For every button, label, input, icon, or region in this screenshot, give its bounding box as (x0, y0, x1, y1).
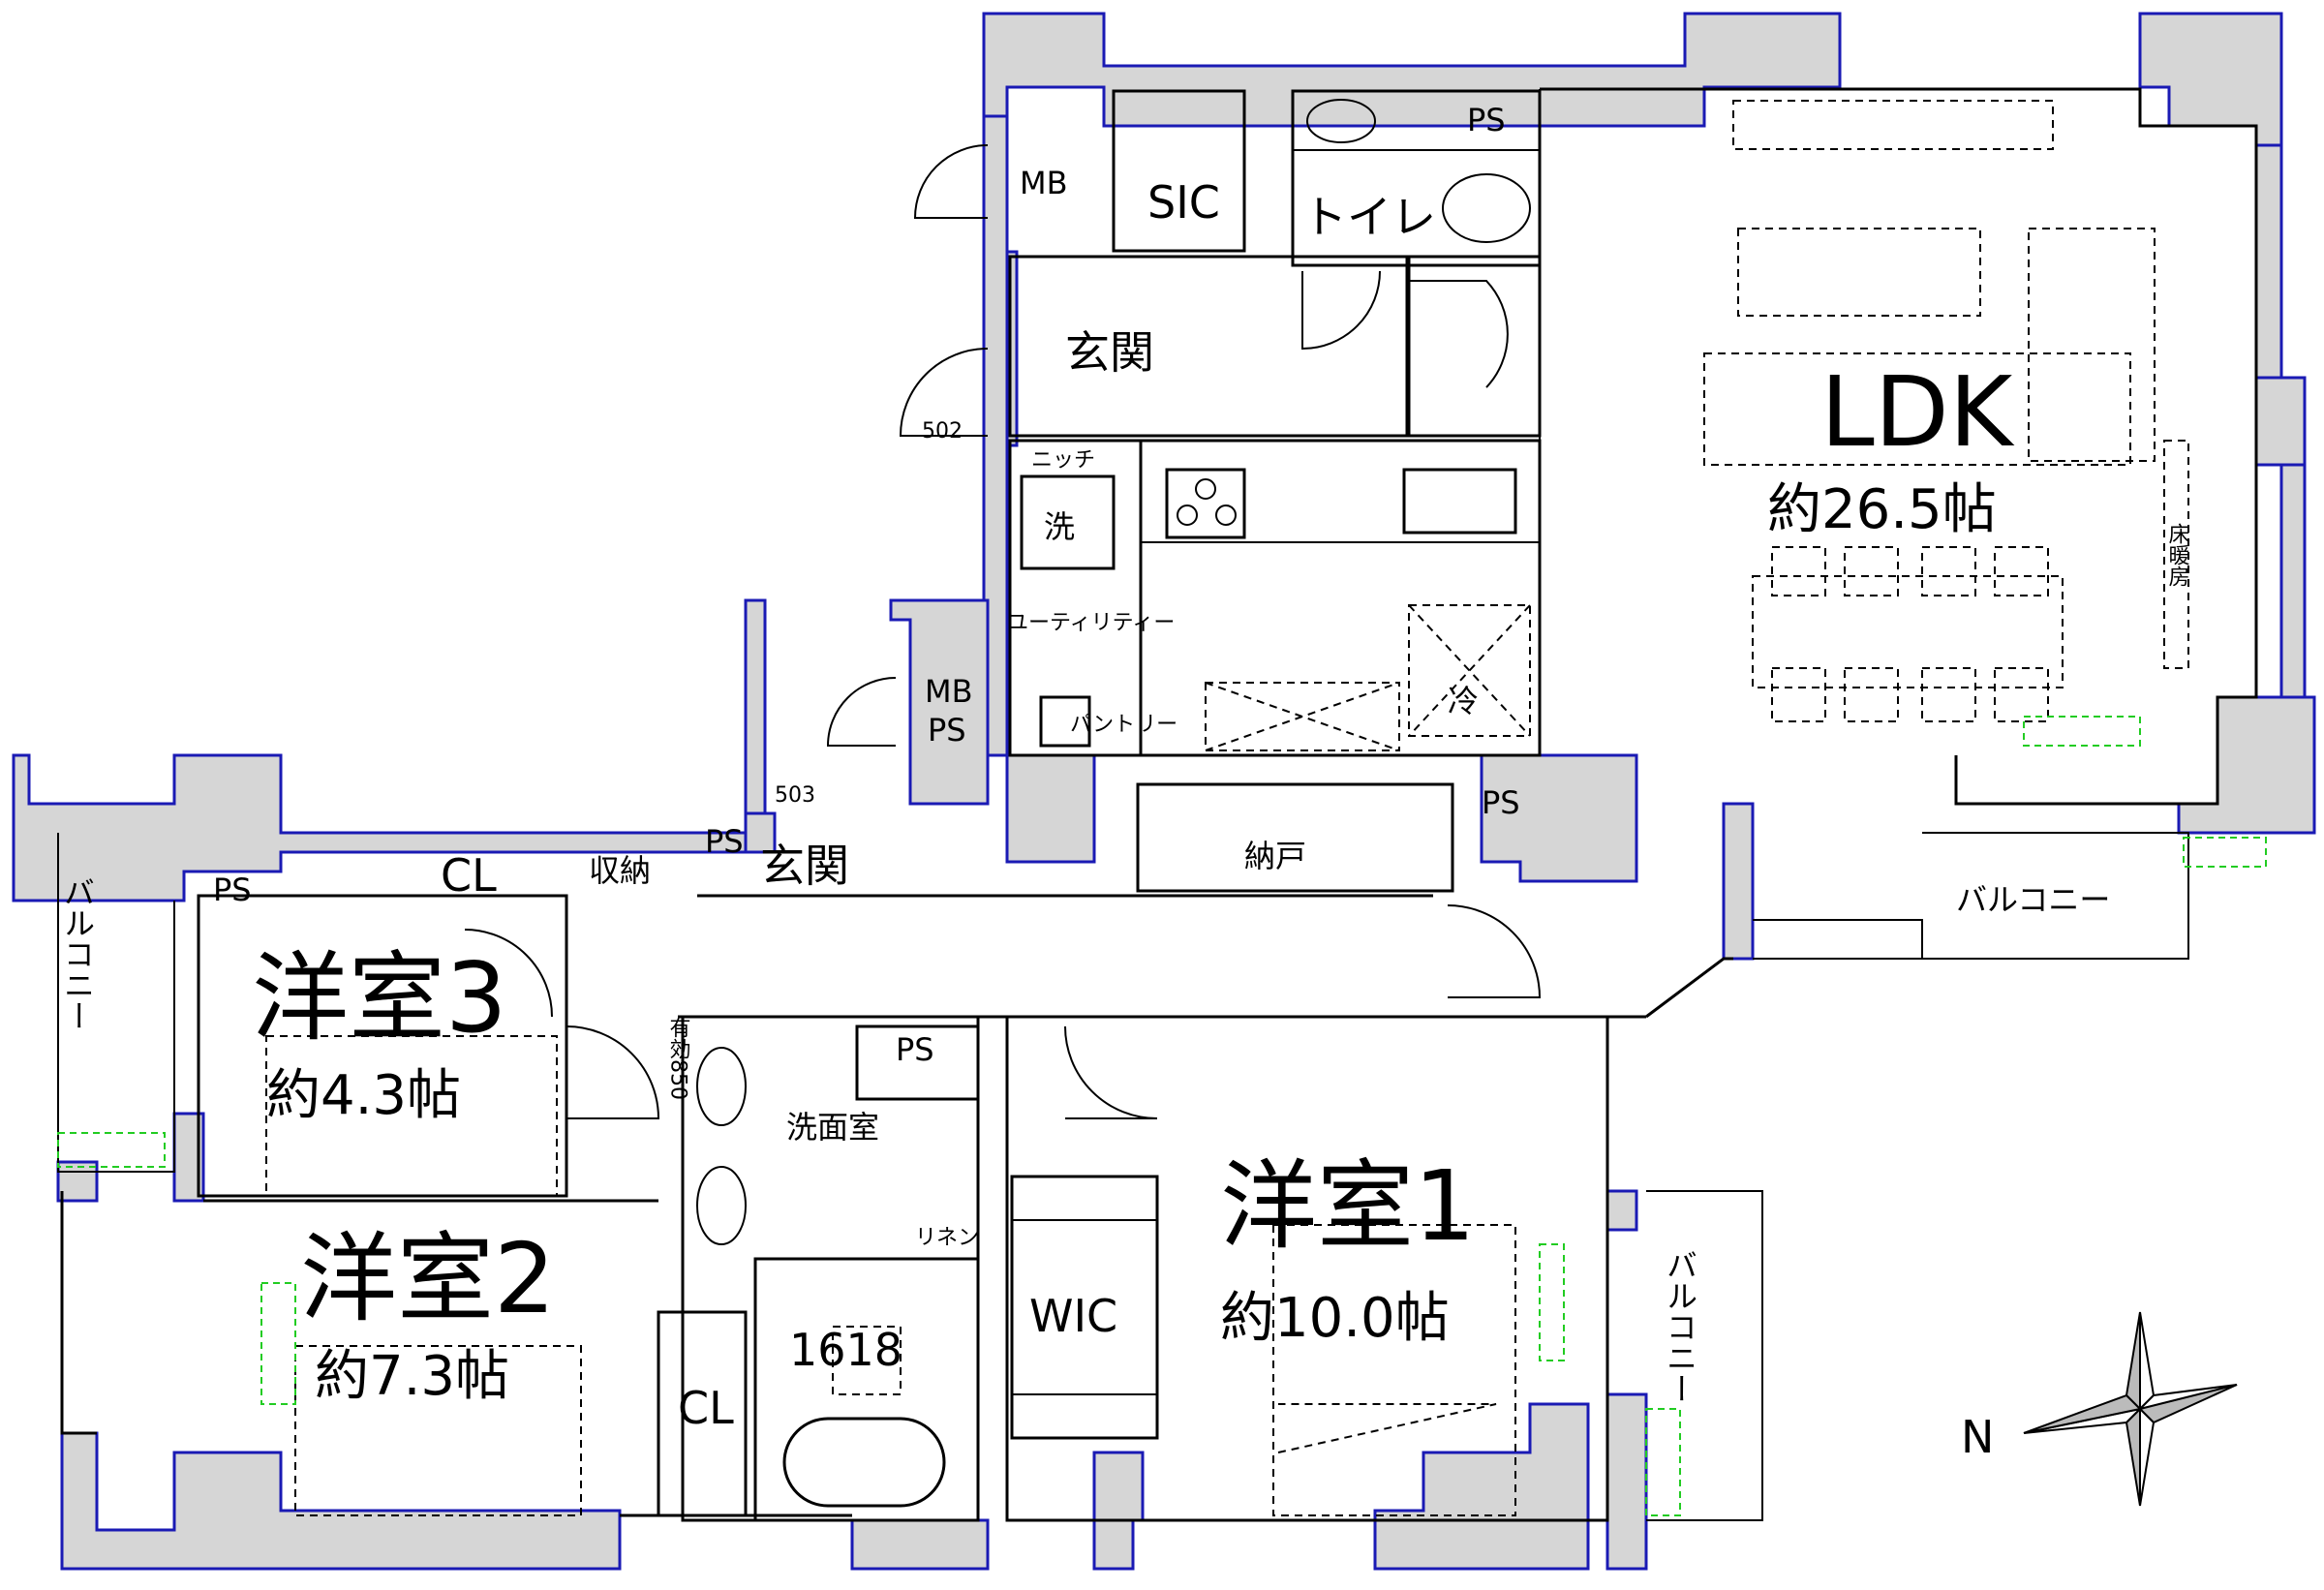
niche-label: ニッチ (1031, 448, 1095, 473)
structural-walls (12, 12, 2316, 1571)
balcony-east-label: バルコニー (1956, 881, 2110, 918)
door-number-503: 503 (775, 783, 815, 808)
wic-label: WIC (1029, 1290, 1117, 1342)
utility-label: ユーティリティー (1007, 611, 1175, 635)
ps-label-4: PS (705, 823, 744, 860)
mb-label: MB (1020, 165, 1068, 201)
storage-label: 収納 (589, 852, 651, 889)
ps-label-3: PS (213, 871, 252, 908)
ldk-size: 約26.5帖 (1767, 478, 1997, 541)
western1-name: 洋室1 (1220, 1149, 1476, 1263)
mbps-label-mb: MB (925, 673, 973, 710)
floor-heating-note: 床暖房 (2165, 523, 2190, 587)
fixtures (57, 99, 2267, 1516)
western2-size: 約7.3帖 (315, 1345, 509, 1408)
western3-name: 洋室3 (252, 941, 507, 1055)
sic-label: SIC (1147, 176, 1220, 229)
western1-size: 約10.0帖 (1220, 1287, 1450, 1350)
cl-western3: CL (441, 849, 497, 902)
ps-label-1: PS (1467, 102, 1506, 138)
linen-label: リネン (915, 1226, 979, 1250)
entrance-sub-label: 玄関 (760, 840, 849, 892)
washer-label: 洗 (1044, 508, 1075, 545)
doors (464, 144, 1542, 1119)
ldk-name: LDK (1820, 355, 2015, 469)
mbps-label-ps: PS (928, 712, 966, 749)
western3-size: 約4.3帖 (266, 1064, 461, 1127)
ps-label-5: PS (896, 1031, 934, 1068)
fridge-label: 冷 (1448, 683, 1479, 719)
entrance-main-label: 玄関 (1065, 326, 1154, 379)
storeroom-label: 納戸 (1244, 838, 1306, 874)
pantry-label: パントリー (1070, 713, 1177, 737)
balcony-south-label: バルコニー (1662, 1249, 1698, 1404)
labels: LDK 約26.5帖 洋室1 約10.0帖 洋室2 約7.3帖 洋室3 約4.3… (59, 102, 2190, 1463)
bath-label: 1618 (789, 1324, 902, 1376)
partitions (57, 87, 2258, 1522)
ps-label-2: PS (1482, 784, 1520, 821)
width-note: 有効850 (666, 1017, 691, 1100)
toilet-label: トイレ (1302, 191, 1436, 243)
door-number-502: 502 (922, 419, 963, 443)
cl-western2: CL (678, 1382, 734, 1434)
balcony-west-label: バルコニー (59, 876, 96, 1031)
compass-north-label: N (1961, 1411, 1994, 1463)
compass-icon (2023, 1311, 2238, 1507)
washroom-label: 洗面室 (786, 1109, 879, 1146)
western2-name: 洋室2 (300, 1222, 556, 1335)
